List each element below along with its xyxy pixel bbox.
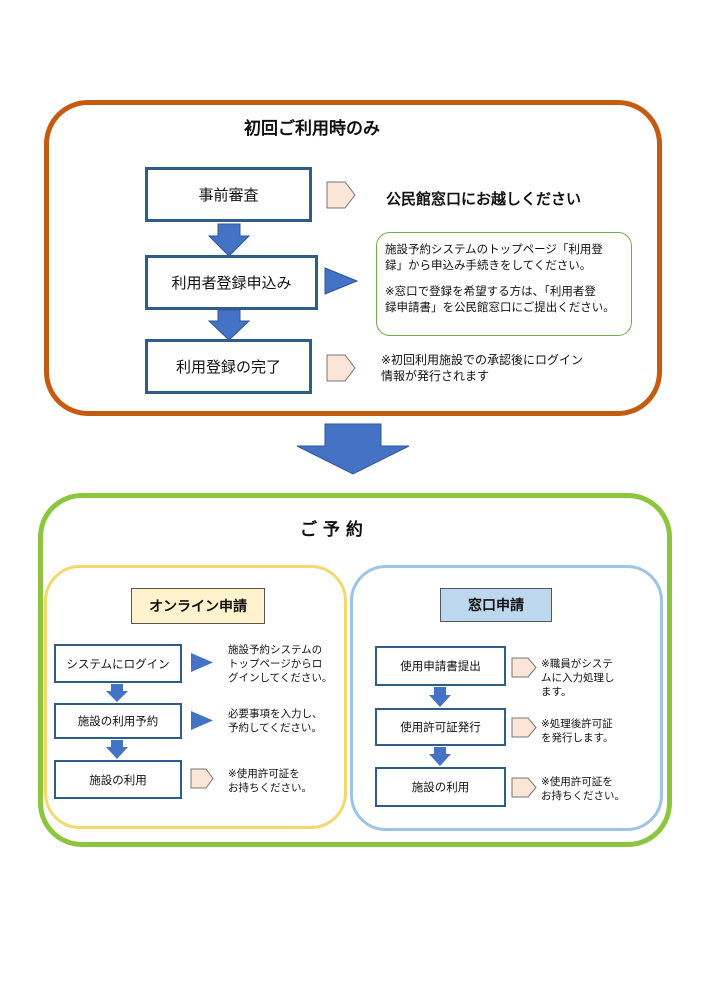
login-issue-note: ※初回利用施設での承認後にログイン 情報が発行されます [381,352,583,384]
note-line: ※窓口で登録を希望する方は、「利用者登 [385,284,596,298]
note-line: トップページからロ [228,658,323,670]
counter-staff-note: ※職員がシステ ムに入力処理し ます。 [541,657,615,699]
counter-heading: 窓口申請 [440,588,552,622]
registration-note-box: 施設予約システムのトップページ「利用登 録」から申込み手続きをしてください。 ※… [376,232,632,336]
online-login-note: 施設予約システムの トップページからロ グインしてください。 [228,643,332,685]
note-line: 録」から申込み手続きをしてください。 [385,258,592,272]
pointer-tag-icon [511,717,537,738]
down-arrow-icon [207,309,251,341]
counter-issue-note: ※処理後許可証 を発行します。 [541,717,613,745]
note-line: 予約してください。 [228,722,322,734]
step-pre-screening: 事前審査 [145,167,312,222]
note-line: ※使用許可証を [228,768,300,780]
note-line: ※使用許可証を [541,776,613,788]
note-line: ます。 [541,686,572,698]
first-time-title: 初回ご利用時のみ [244,119,380,139]
counter-permit-note: ※使用許可証を お持ちください。 [541,775,625,803]
step-facility-reservation: 施設の利用予約 [54,703,182,739]
note-line: 施設予約システムの [228,644,323,656]
visit-counter-note: 公民館窓口にお越しください [386,190,582,208]
note-line: ※処理後許可証 [541,718,613,730]
pointer-tag-icon [326,181,356,209]
step-system-login: システムにログイン [54,644,182,683]
pointer-tag-icon [511,777,537,798]
step-user-registration: 利用者登録申込み [145,255,318,310]
step-issue-permit: 使用許可証発行 [375,708,506,746]
online-permit-note: ※使用許可証を お持ちください。 [228,767,312,795]
note-line: 録申請書」を公民館窓口にご提出ください。 [385,300,615,314]
down-arrow-icon [429,747,451,766]
online-heading: オンライン申請 [131,588,265,624]
note-line: お持ちください。 [541,790,625,802]
note-line: グインしてください。 [228,672,333,684]
note-line: ※職員がシステ [541,658,613,670]
down-arrow-icon [106,740,128,759]
down-arrow-icon [429,687,451,707]
note-line: 必要事項を入力し、 [228,708,323,720]
pointer-tag-icon [511,657,537,678]
right-triangle-icon [191,711,213,730]
note-line: ※初回利用施設での承認後にログイン [381,353,584,367]
note-line: 情報が発行されます [381,369,490,383]
right-triangle-icon [324,267,359,295]
first-time-panel [44,100,662,416]
pointer-tag-icon [326,354,356,382]
pointer-tag-icon [190,768,214,789]
reservation-panel [38,493,672,847]
note-line: 施設予約システムのトップページ「利用登 [385,242,603,256]
step-facility-use: 施設の利用 [375,767,506,807]
note-line: を発行します。 [541,732,614,744]
big-down-arrow-icon [296,423,410,475]
note-line: ムに入力処理し [541,672,615,684]
online-reserve-note: 必要事項を入力し、 予約してください。 [228,707,323,735]
step-facility-use: 施設の利用 [54,760,182,799]
reservation-title: ご 予 約 [300,520,363,540]
step-submit-application: 使用申請書提出 [375,646,506,686]
down-arrow-icon [106,684,128,702]
step-registration-complete: 利用登録の完了 [145,339,312,394]
counter-section [350,565,663,831]
online-section [44,565,347,829]
note-line: お持ちください。 [228,782,312,794]
down-arrow-icon [207,223,251,257]
right-triangle-icon [191,653,213,672]
